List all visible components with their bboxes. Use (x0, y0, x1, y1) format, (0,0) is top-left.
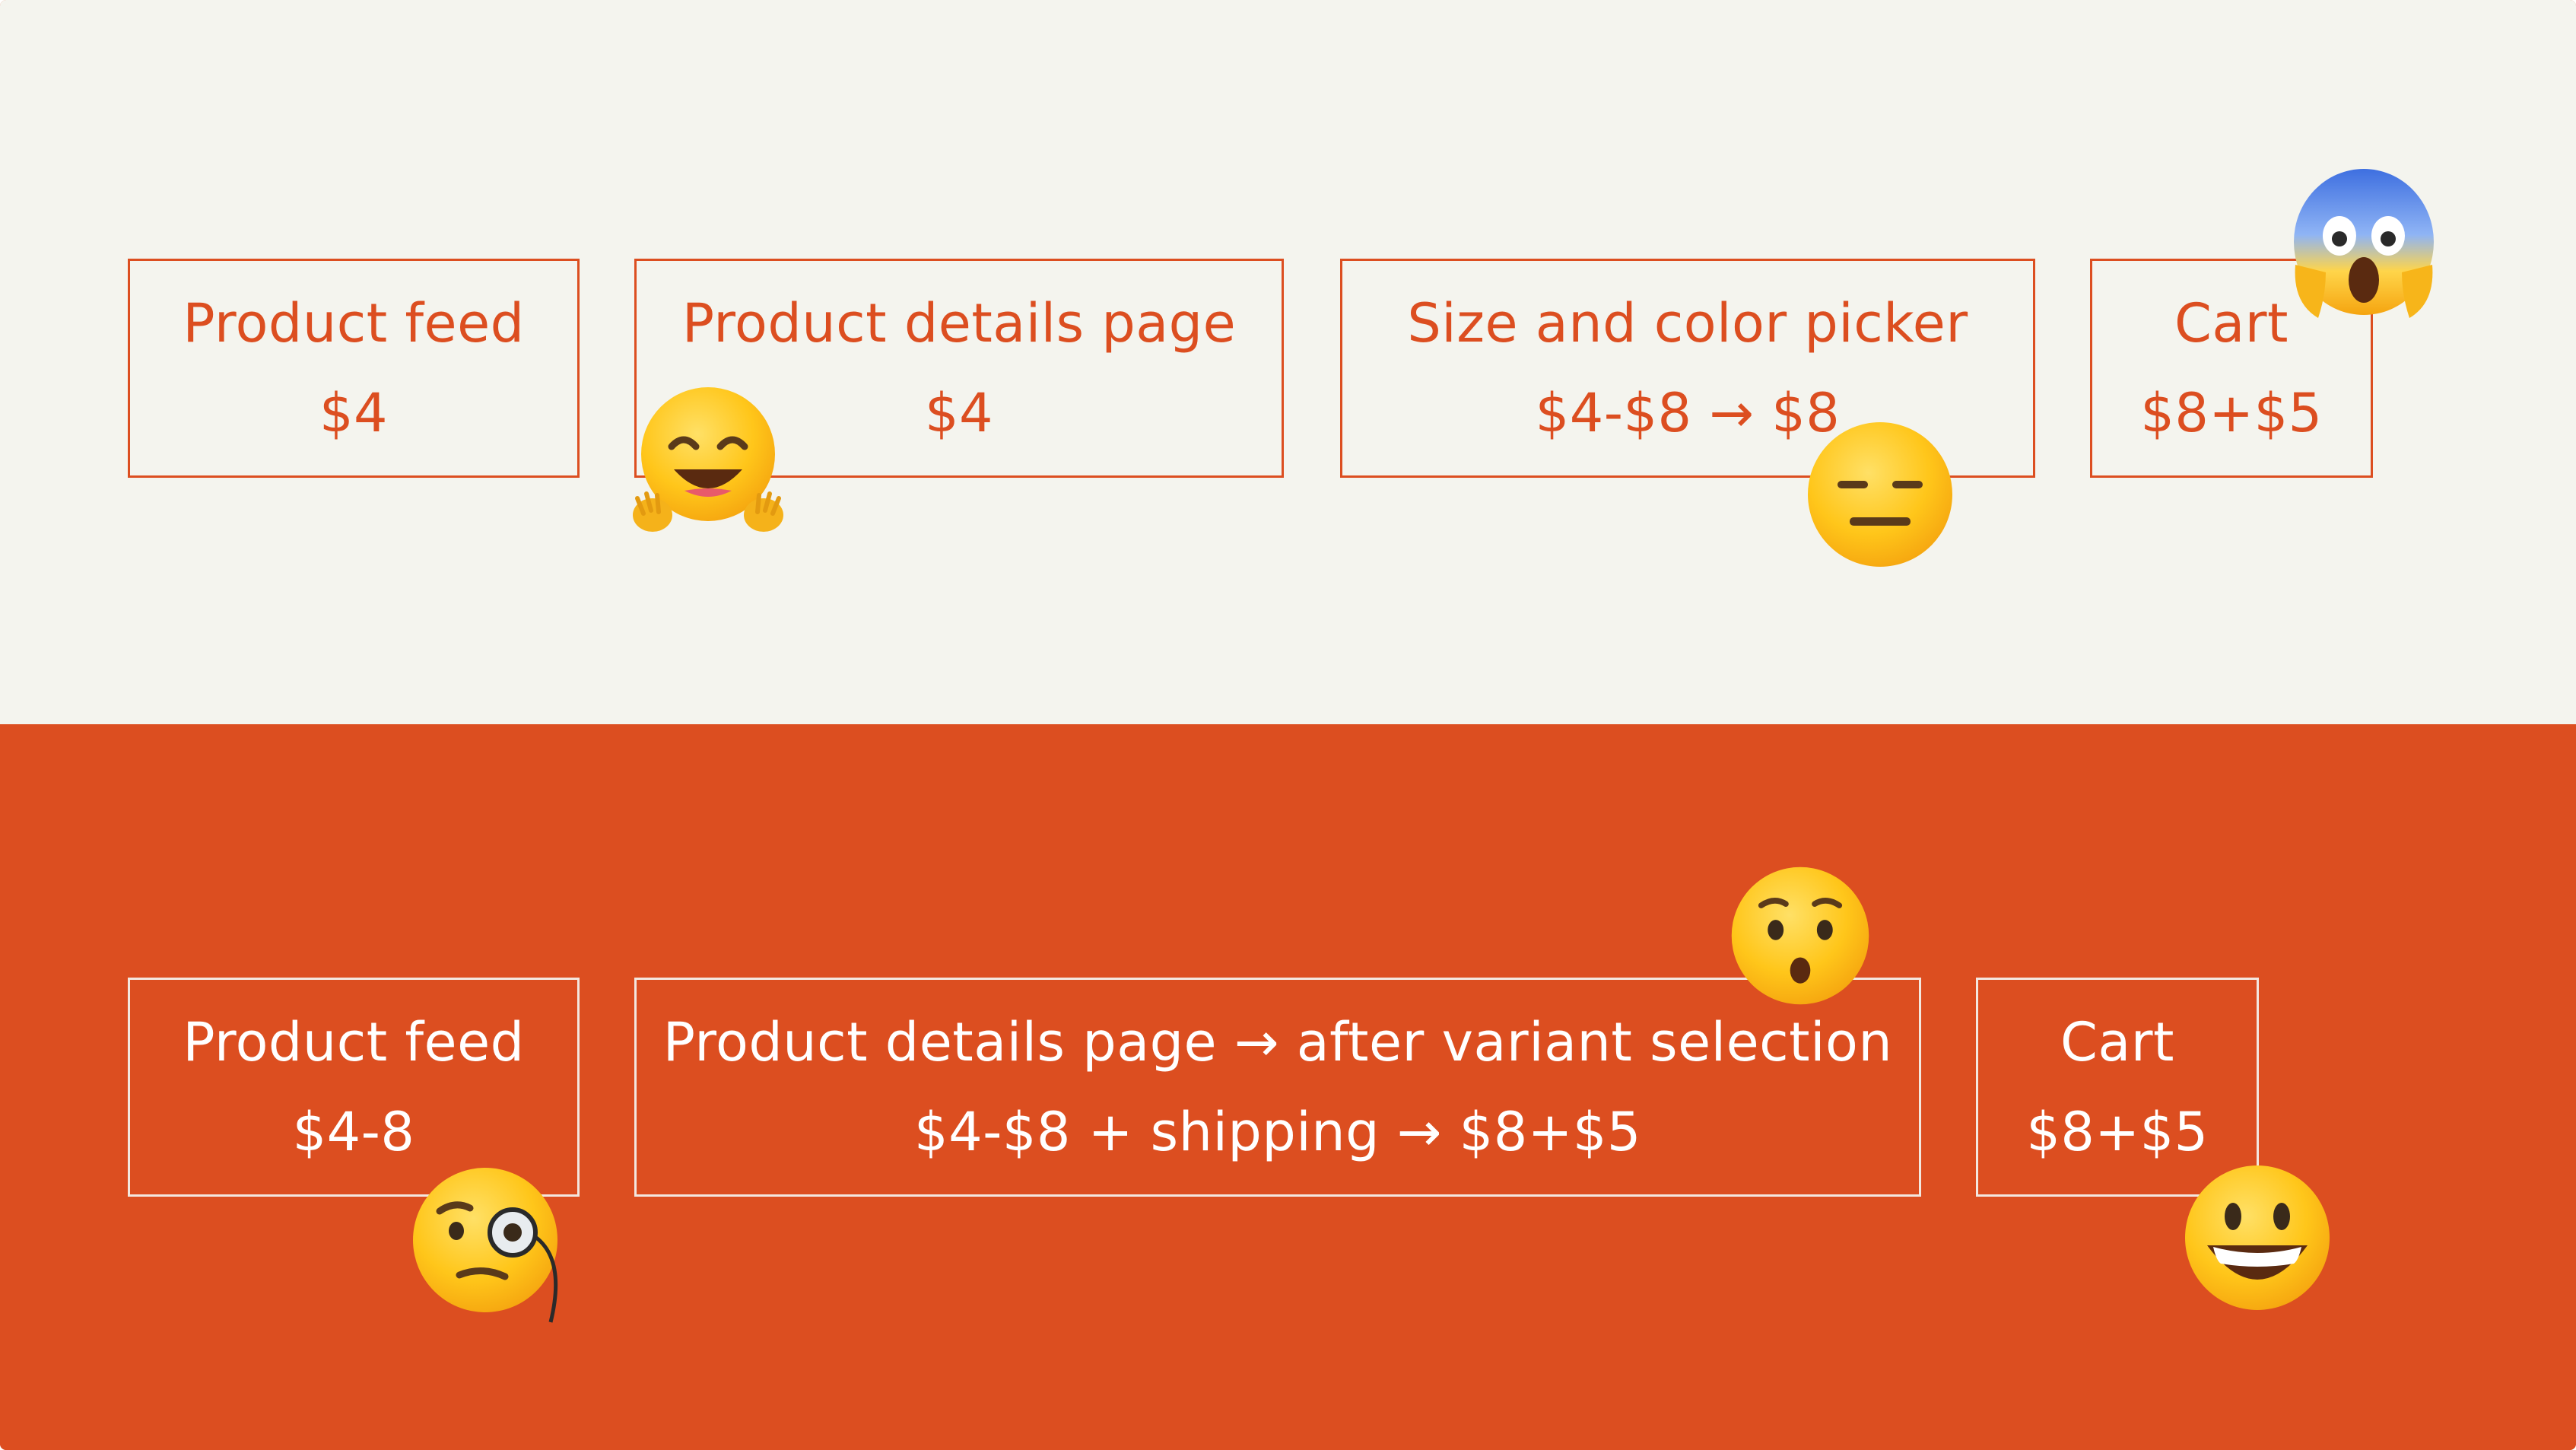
expressionless-face-icon (1808, 422, 1952, 567)
step-title: Product feed (183, 292, 525, 355)
step-product-feed: Product feed $4 (128, 259, 580, 478)
current-pricing-flow: Product feed $4 Product details page $4 … (0, 0, 2576, 724)
step-cart: Cart $8+$5 (2090, 259, 2373, 478)
step-product-details-after-variant: Product details page → after variant sel… (634, 978, 1921, 1197)
step-price: $4-$8 + shipping → $8+$5 (914, 1101, 1641, 1163)
hushed-face-icon (1731, 867, 1869, 1005)
step-size-color-picker: Size and color picker $4-$8 → $8 (1340, 259, 2035, 478)
proposed-pricing-flow: Product feed $4-8 Product details page →… (0, 724, 2576, 1450)
step-price: $4-$8 → $8 (1535, 382, 1841, 444)
step-title: Size and color picker (1407, 292, 1968, 355)
step-product-details-page: Product details page $4 (634, 259, 1284, 478)
step-price: $4-8 (292, 1101, 415, 1163)
grinning-face-icon (2185, 1165, 2330, 1310)
step-title: Product feed (183, 1011, 525, 1073)
step-cart: Cart $8+$5 (1976, 978, 2259, 1197)
step-product-feed: Product feed $4-8 (128, 978, 580, 1197)
step-price: $8+$5 (2026, 1101, 2209, 1163)
step-price: $4 (924, 382, 994, 444)
hugging-face-icon (633, 387, 783, 532)
step-title: Product details page → after variant sel… (662, 1011, 1893, 1073)
step-price: $8+$5 (2140, 382, 2323, 444)
face-screaming-in-fear-icon (2294, 169, 2434, 318)
face-with-monocle-icon (413, 1168, 558, 1323)
step-price: $4 (319, 382, 389, 444)
step-title: Product details page (681, 292, 1237, 355)
step-title: Cart (2174, 292, 2289, 355)
step-title: Cart (2060, 1011, 2174, 1073)
